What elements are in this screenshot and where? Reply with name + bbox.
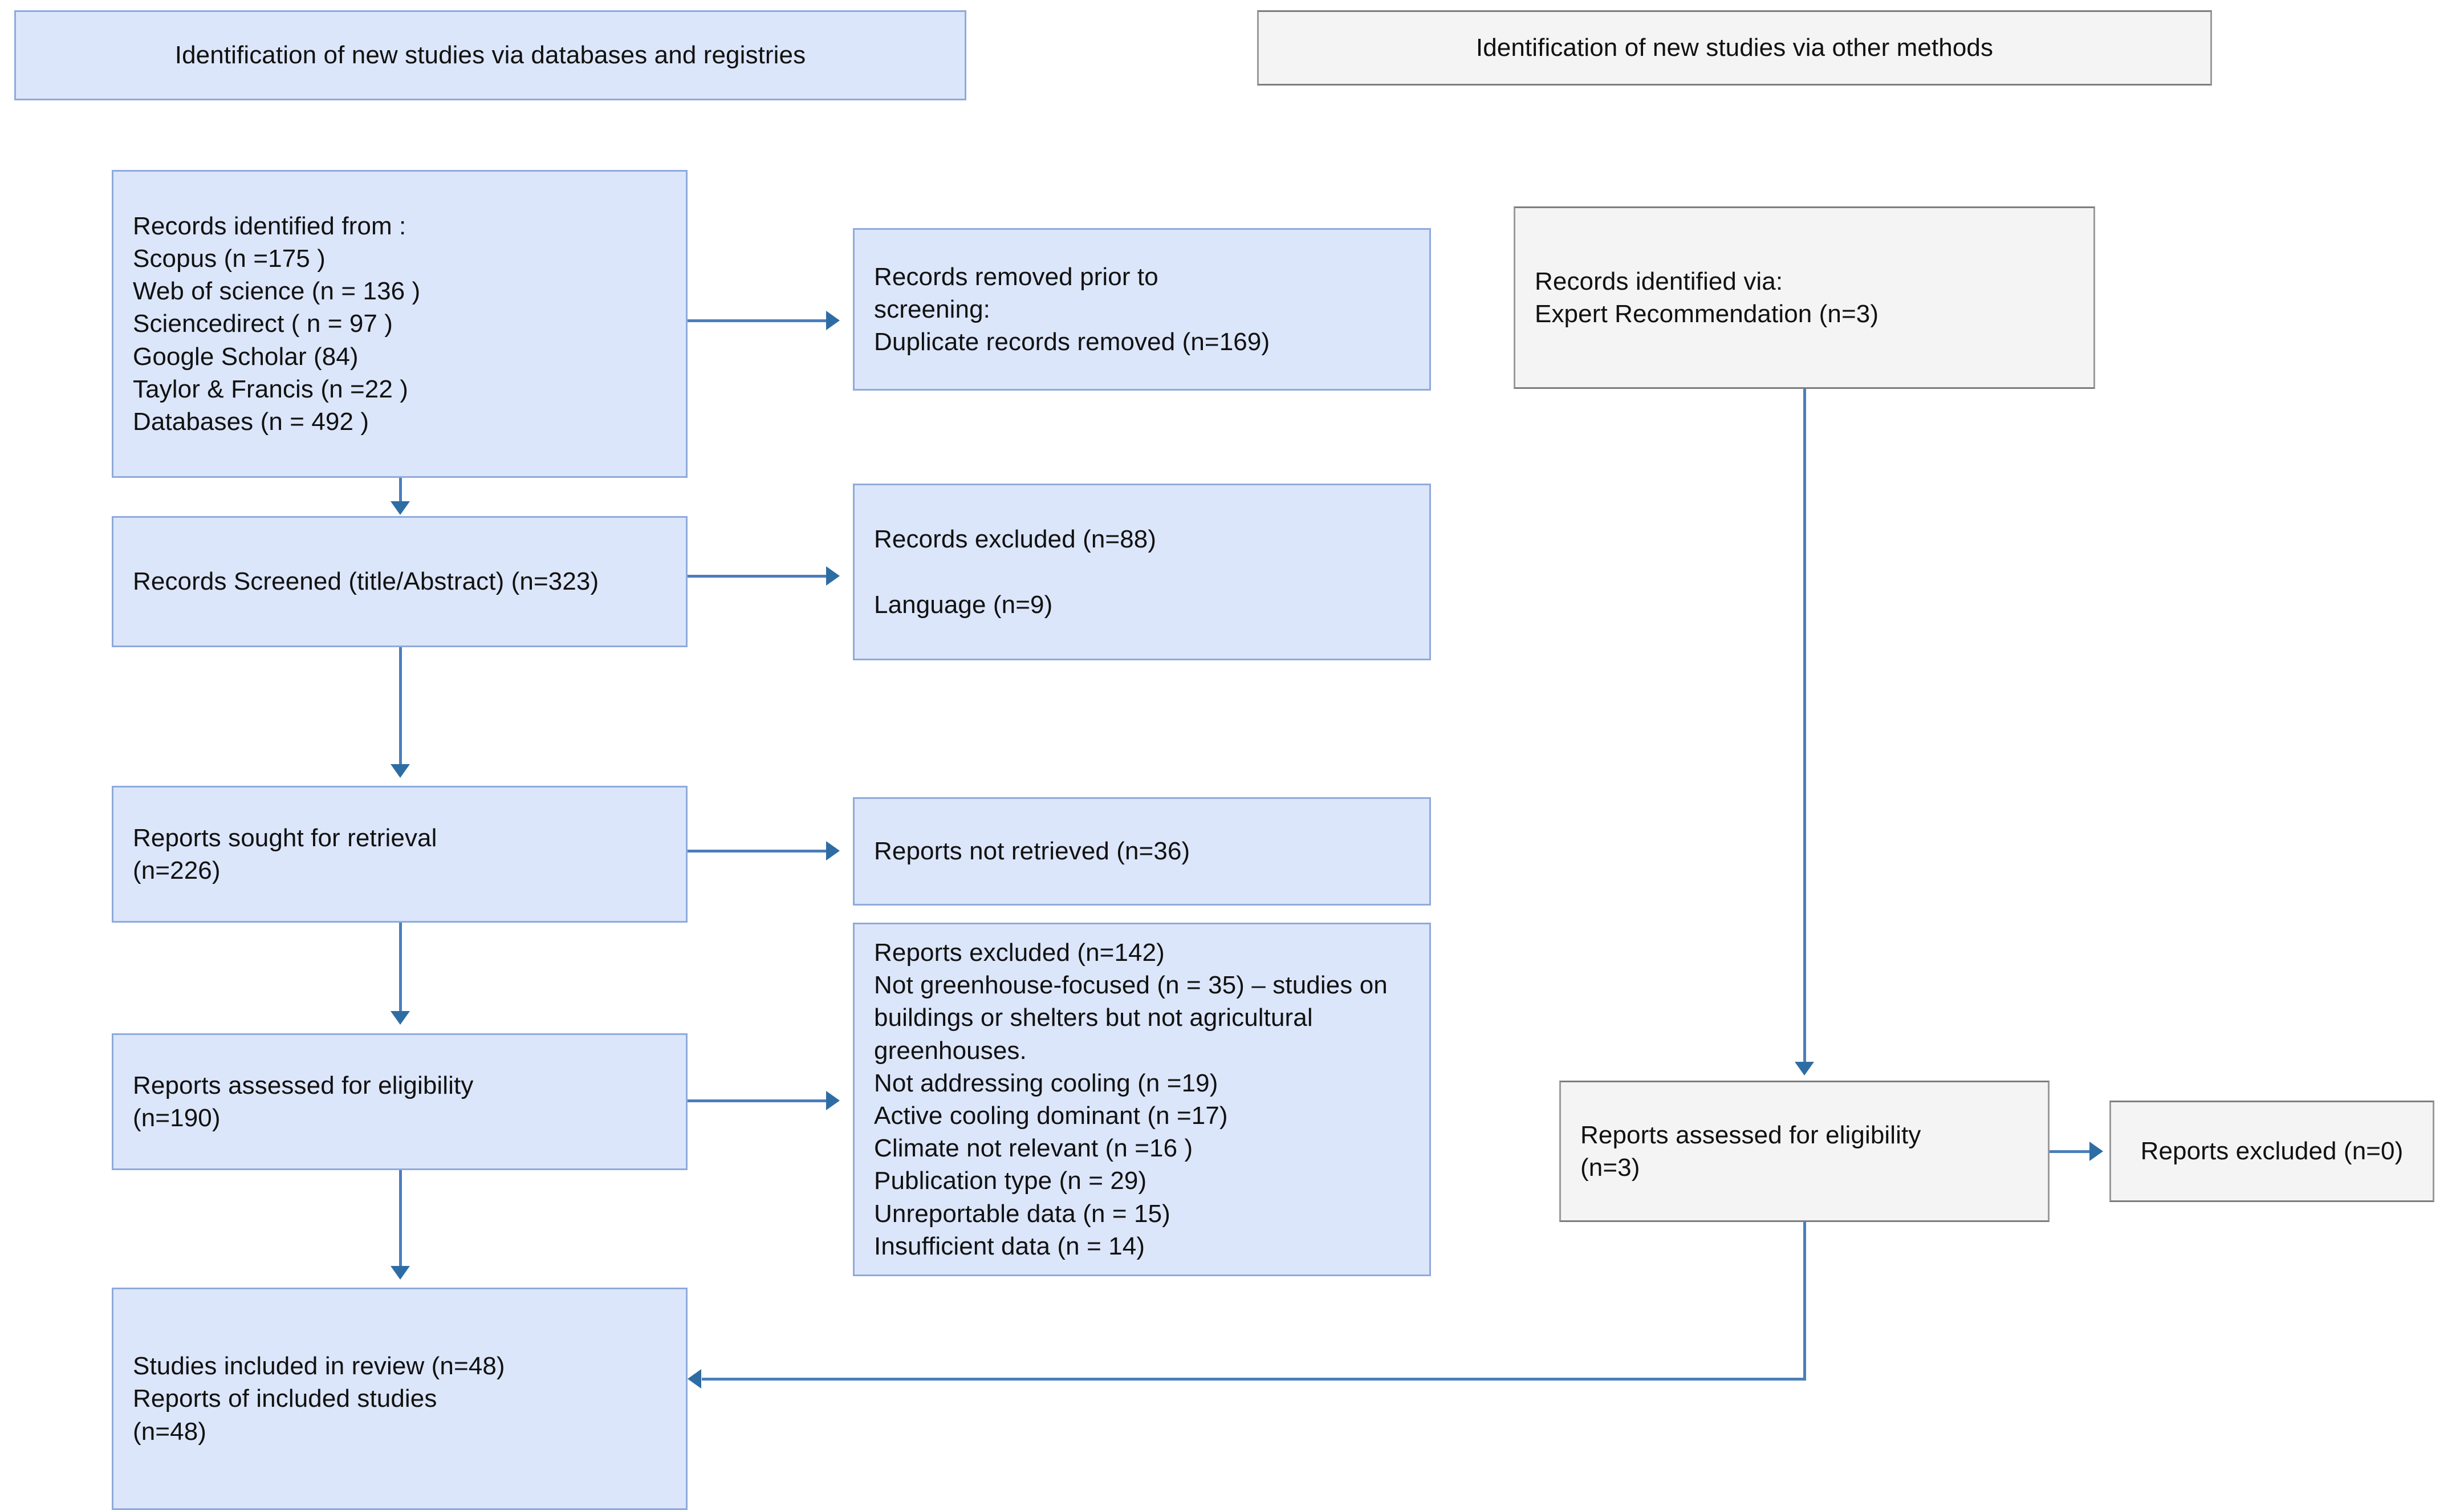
box-reports-excluded-other-label: Reports excluded (n=0) [2140,1137,2404,1166]
box-reports-assessed-eligibility-other: Reports assessed for eligibility (n=3) [1559,1081,2050,1222]
box-reports-not-retrieved-label: Reports not retrieved (n=36) [874,837,1190,866]
arrowhead-assessed-to-included [391,1266,410,1280]
box-reports-assessed-eligibility-other-label: Reports assessed for eligibility (n=3) [1580,1121,1921,1182]
connector-screened-to-excluded [688,575,827,578]
header-databases-registries: Identification of new studies via databa… [14,10,966,100]
box-records-screened: Records Screened (title/Abstract) (n=323… [112,516,688,647]
box-records-identified-label: Records identified from : Scopus (n =175… [133,212,421,436]
connector-assessed-other-down [1803,1222,1806,1381]
arrowhead-identified-to-screened [391,501,410,515]
header-other-methods-label: Identification of new studies via other … [1475,34,1994,62]
header-other-methods: Identification of new studies via other … [1257,10,2212,86]
connector-identified-to-removed [688,319,827,322]
header-databases-registries-label: Identification of new studies via databa… [174,41,806,70]
arrowhead-screened-to-sought [391,764,410,778]
connector-screened-to-sought [399,647,402,764]
box-records-identified: Records identified from : Scopus (n =175… [112,170,688,478]
box-reports-excluded-detail: Reports excluded (n=142) Not greenhouse-… [853,923,1431,1276]
connector-assessed-other-left-to-included [702,1378,1806,1381]
connector-identified-to-screened [399,478,402,502]
box-studies-included: Studies included in review (n=48) Report… [112,1288,688,1510]
box-records-identified-other-label: Records identified via: Expert Recommend… [1535,267,1879,328]
box-reports-assessed-eligibility: Reports assessed for eligibility (n=190) [112,1033,688,1170]
box-reports-excluded-detail-label: Reports excluded (n=142) Not greenhouse-… [874,939,1388,1260]
connector-sought-to-assessed [399,923,402,1011]
box-records-removed-prior-screening: Records removed prior to screening: Dupl… [853,228,1431,391]
connector-expert-to-assessed-other [1803,389,1806,1062]
connector-assessed-other-to-excluded-other [2050,1150,2091,1153]
box-reports-excluded-other: Reports excluded (n=0) [2109,1101,2434,1202]
box-records-excluded: Records excluded (n=88) Language (n=9) [853,484,1431,660]
arrowhead-identified-to-removed [826,311,840,330]
connector-assessed-to-reports-excluded [688,1099,827,1102]
connector-sought-to-not-retrieved [688,850,827,853]
arrowhead-screened-to-excluded [826,566,840,586]
box-reports-assessed-eligibility-label: Reports assessed for eligibility (n=190) [133,1071,474,1132]
arrowhead-expert-to-assessed-other [1795,1062,1814,1075]
box-records-excluded-label: Records excluded (n=88) Language (n=9) [874,525,1157,619]
box-records-removed-prior-screening-label: Records removed prior to screening: Dupl… [874,262,1270,356]
arrowhead-into-studies-included [688,1369,701,1389]
box-reports-sought-retrieval-label: Reports sought for retrieval (n=226) [133,823,437,884]
arrowhead-assessed-to-reports-excluded [826,1091,840,1110]
arrowhead-sought-to-not-retrieved [826,841,840,860]
arrowhead-assessed-other-to-excluded-other [2089,1142,2103,1161]
box-reports-sought-retrieval: Reports sought for retrieval (n=226) [112,786,688,923]
arrowhead-sought-to-assessed [391,1011,410,1025]
box-records-identified-other: Records identified via: Expert Recommend… [1514,206,2095,389]
box-studies-included-label: Studies included in review (n=48) Report… [133,1352,505,1446]
connector-assessed-to-included [399,1170,402,1266]
box-reports-not-retrieved: Reports not retrieved (n=36) [853,797,1431,906]
box-records-screened-label: Records Screened (title/Abstract) (n=323… [133,567,599,596]
